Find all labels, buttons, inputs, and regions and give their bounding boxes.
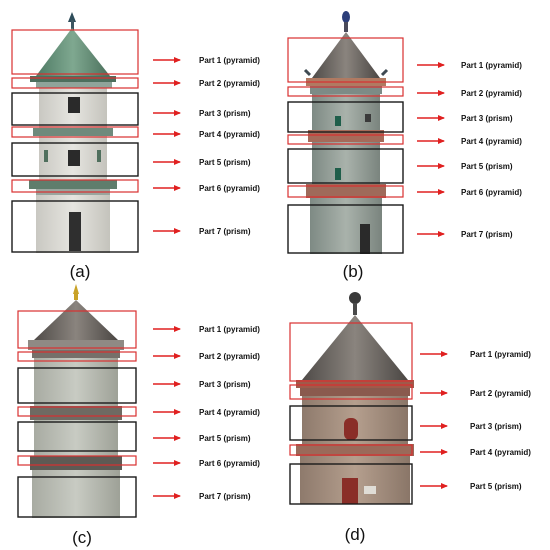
tower-photo-b — [303, 11, 389, 254]
part-box-b-5 — [287, 148, 404, 184]
part-box-b-1 — [287, 37, 404, 83]
part-label-d-5: Part 5 (prism) — [470, 482, 522, 491]
panel-caption-d: (d) — [345, 525, 366, 544]
part-label-b-6: Part 6 (pyramid) — [461, 188, 522, 197]
part-label-c-7: Part 7 (prism) — [199, 492, 251, 501]
part-box-d-4 — [289, 444, 413, 456]
part-box-a-7 — [11, 200, 139, 253]
part-box-c-7 — [17, 476, 137, 518]
part-label-a-6: Part 6 (pyramid) — [199, 184, 260, 193]
part-label-c-4: Part 4 (pyramid) — [199, 408, 260, 417]
part-label-d-3: Part 3 (prism) — [470, 422, 522, 431]
part-label-d-2: Part 2 (pyramid) — [470, 389, 531, 398]
part-box-a-5 — [11, 142, 139, 177]
part-box-d-2 — [289, 384, 413, 400]
panel-a: (a) Part 1 (pyramid) Part 2 (pyramid) Part … — [11, 29, 260, 281]
part-box-a-6 — [11, 179, 139, 193]
part-label-b-5: Part 5 (prism) — [461, 162, 513, 171]
part-label-d-1: Part 1 (pyramid) — [470, 350, 531, 359]
part-label-c-5: Part 5 (prism) — [199, 434, 251, 443]
panel-c: (c) Part 1 (pyramid) Part 2 (pyramid) Part … — [17, 310, 260, 547]
part-box-c-2 — [17, 351, 137, 362]
part-box-c-6 — [17, 455, 137, 466]
panel-d: (d) Part 1 (pyramid) Part 2 (pyramid) Part … — [289, 322, 531, 544]
panel-caption-b: (b) — [343, 262, 364, 281]
part-box-b-2 — [287, 86, 404, 97]
part-label-b-1: Part 1 (pyramid) — [461, 61, 522, 70]
part-label-c-6: Part 6 (pyramid) — [199, 459, 260, 468]
part-label-a-4: Part 4 (pyramid) — [199, 130, 260, 139]
part-box-a-4 — [11, 126, 139, 138]
part-label-a-3: Part 3 (prism) — [199, 109, 251, 118]
part-box-c-3 — [17, 367, 137, 404]
part-label-a-5: Part 5 (prism) — [199, 158, 251, 167]
panel-caption-c: (c) — [72, 528, 92, 547]
part-box-b-6 — [287, 185, 404, 198]
part-label-b-7: Part 7 (prism) — [461, 230, 513, 239]
part-box-a-2 — [11, 77, 139, 89]
part-label-c-2: Part 2 (pyramid) — [199, 352, 260, 361]
part-box-d-5 — [289, 463, 413, 505]
part-label-b-2: Part 2 (pyramid) — [461, 89, 522, 98]
part-label-a-7: Part 7 (prism) — [199, 227, 251, 236]
panel-b: (b) Part 1 (pyramid) Part 2 (pyramid) Part … — [287, 37, 522, 281]
panel-caption-a: (a) — [70, 262, 91, 281]
part-box-c-1 — [17, 310, 137, 349]
part-box-b-4 — [287, 134, 404, 145]
tower-photo-c — [28, 284, 124, 518]
part-label-b-3: Part 3 (prism) — [461, 114, 513, 123]
part-box-b-7 — [287, 204, 404, 254]
part-label-c-3: Part 3 (prism) — [199, 380, 251, 389]
part-box-b-3 — [287, 101, 404, 133]
tower-photo-a — [29, 12, 117, 253]
part-label-b-4: Part 4 (pyramid) — [461, 137, 522, 146]
part-box-c-5 — [17, 421, 137, 452]
part-box-a-1 — [11, 29, 139, 75]
part-label-c-1: Part 1 (pyramid) — [199, 325, 260, 334]
part-label-d-4: Part 4 (pyramid) — [470, 448, 531, 457]
part-box-d-3 — [289, 405, 413, 441]
part-box-a-3 — [11, 92, 139, 126]
part-label-a-2: Part 2 (pyramid) — [199, 79, 260, 88]
tower-photo-d — [296, 292, 414, 504]
part-box-c-4 — [17, 406, 137, 417]
part-label-a-1: Part 1 (pyramid) — [199, 56, 260, 65]
part-box-d-1 — [289, 322, 413, 382]
